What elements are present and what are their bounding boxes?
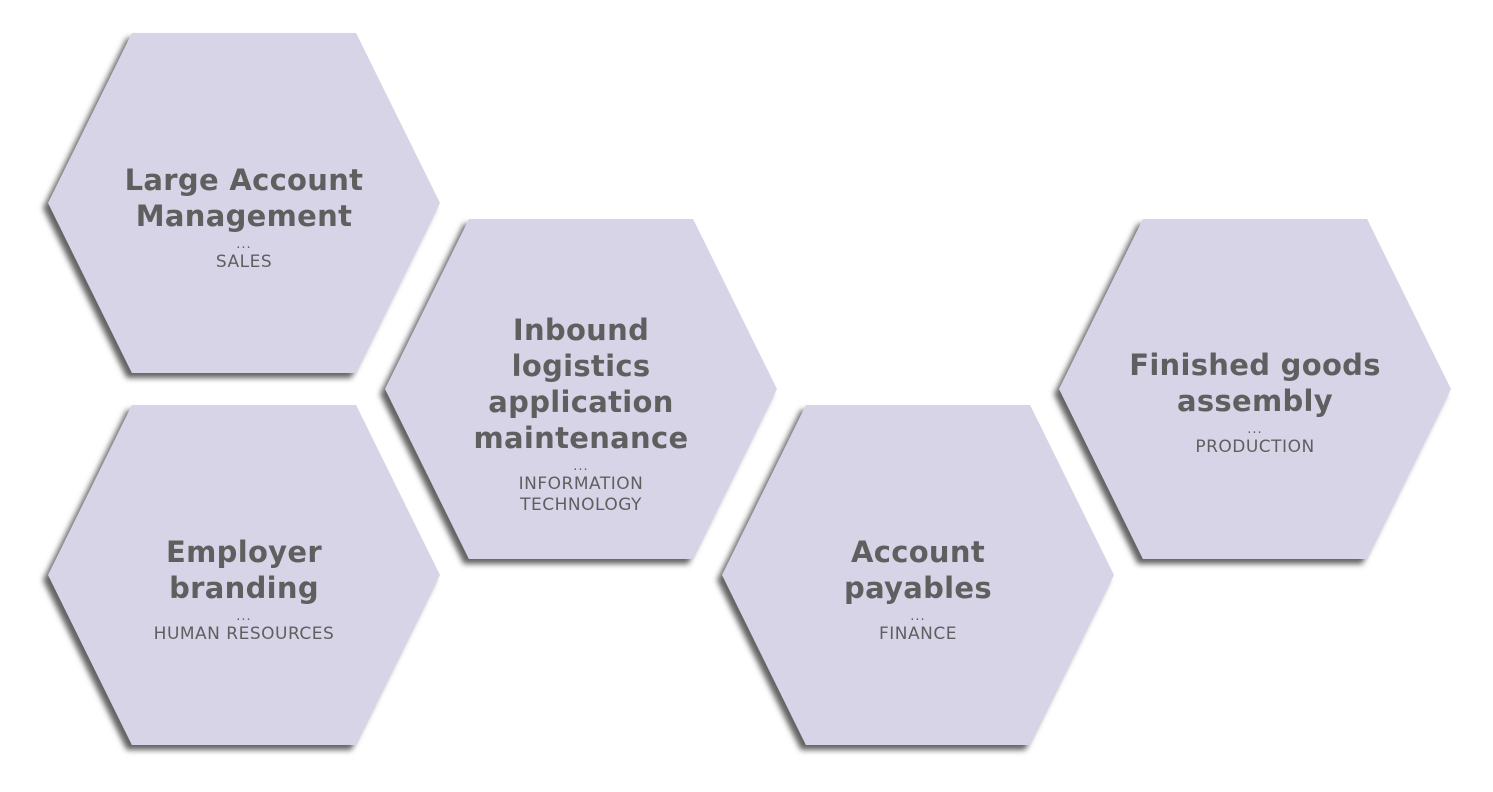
hexagon-shape <box>1059 219 1451 559</box>
hexagon-label: Account payables ... FINANCE <box>722 405 1114 745</box>
department-label: SALES <box>215 251 273 272</box>
title-line: logistics <box>511 349 651 383</box>
department-line: INFORMATION <box>518 474 644 494</box>
hexagon-title: Account payables <box>844 534 992 606</box>
title-line: Inbound <box>512 313 650 347</box>
title-line: payables <box>844 570 992 605</box>
title-line: maintenance <box>473 421 689 455</box>
department-label: INFORMATION TECHNOLOGY <box>519 474 644 516</box>
separator-dots: ... <box>236 608 252 624</box>
title-line: Finished goods <box>1129 347 1381 382</box>
department-label: FINANCE <box>879 623 957 644</box>
hexagon-large-account-management: Large Account Management ... SALES <box>48 33 440 373</box>
hexagon-title: Inbound logistics application maintenanc… <box>474 312 689 456</box>
department-label: HUMAN RESOURCES <box>153 623 335 644</box>
separator-dots: ... <box>1247 421 1263 437</box>
title-line: assembly <box>1177 383 1333 418</box>
department-line: TECHNOLOGY <box>520 495 642 515</box>
hexagon-label: Large Account Management ... SALES <box>48 33 440 373</box>
hexagon-title: Finished goods assembly <box>1129 347 1381 419</box>
hexagon-account-payables: Account payables ... FINANCE <box>722 405 1114 745</box>
separator-dots: ... <box>236 236 252 252</box>
title-line: Management <box>135 198 353 233</box>
title-line: application <box>488 385 674 419</box>
title-line: Large Account <box>124 162 364 197</box>
hexagon-shape <box>385 219 777 559</box>
hexagon-label: Employer branding ... HUMAN RESOURCES <box>48 405 440 745</box>
hexagon-finished-goods-assembly: Finished goods assembly ... PRODUCTION <box>1059 219 1451 559</box>
hexagon-shape <box>48 33 440 373</box>
title-line: Employer <box>166 534 322 569</box>
hexagon-employer-branding: Employer branding ... HUMAN RESOURCES <box>48 405 440 745</box>
title-line: Account <box>850 534 985 569</box>
title-line: branding <box>169 570 319 605</box>
hexagon-inbound-logistics: Inbound logistics application maintenanc… <box>385 219 777 559</box>
separator-dots: ... <box>573 459 589 474</box>
separator-dots: ... <box>910 608 926 624</box>
hexagon-label: Inbound logistics application maintenanc… <box>385 219 777 559</box>
hexagon-shape <box>722 405 1114 745</box>
hexagon-title: Large Account Management <box>125 162 364 234</box>
hexagon-shape <box>48 405 440 745</box>
hexagon-title: Employer branding <box>166 534 322 606</box>
department-label: PRODUCTION <box>1195 436 1315 457</box>
hexagon-label: Finished goods assembly ... PRODUCTION <box>1059 219 1451 559</box>
